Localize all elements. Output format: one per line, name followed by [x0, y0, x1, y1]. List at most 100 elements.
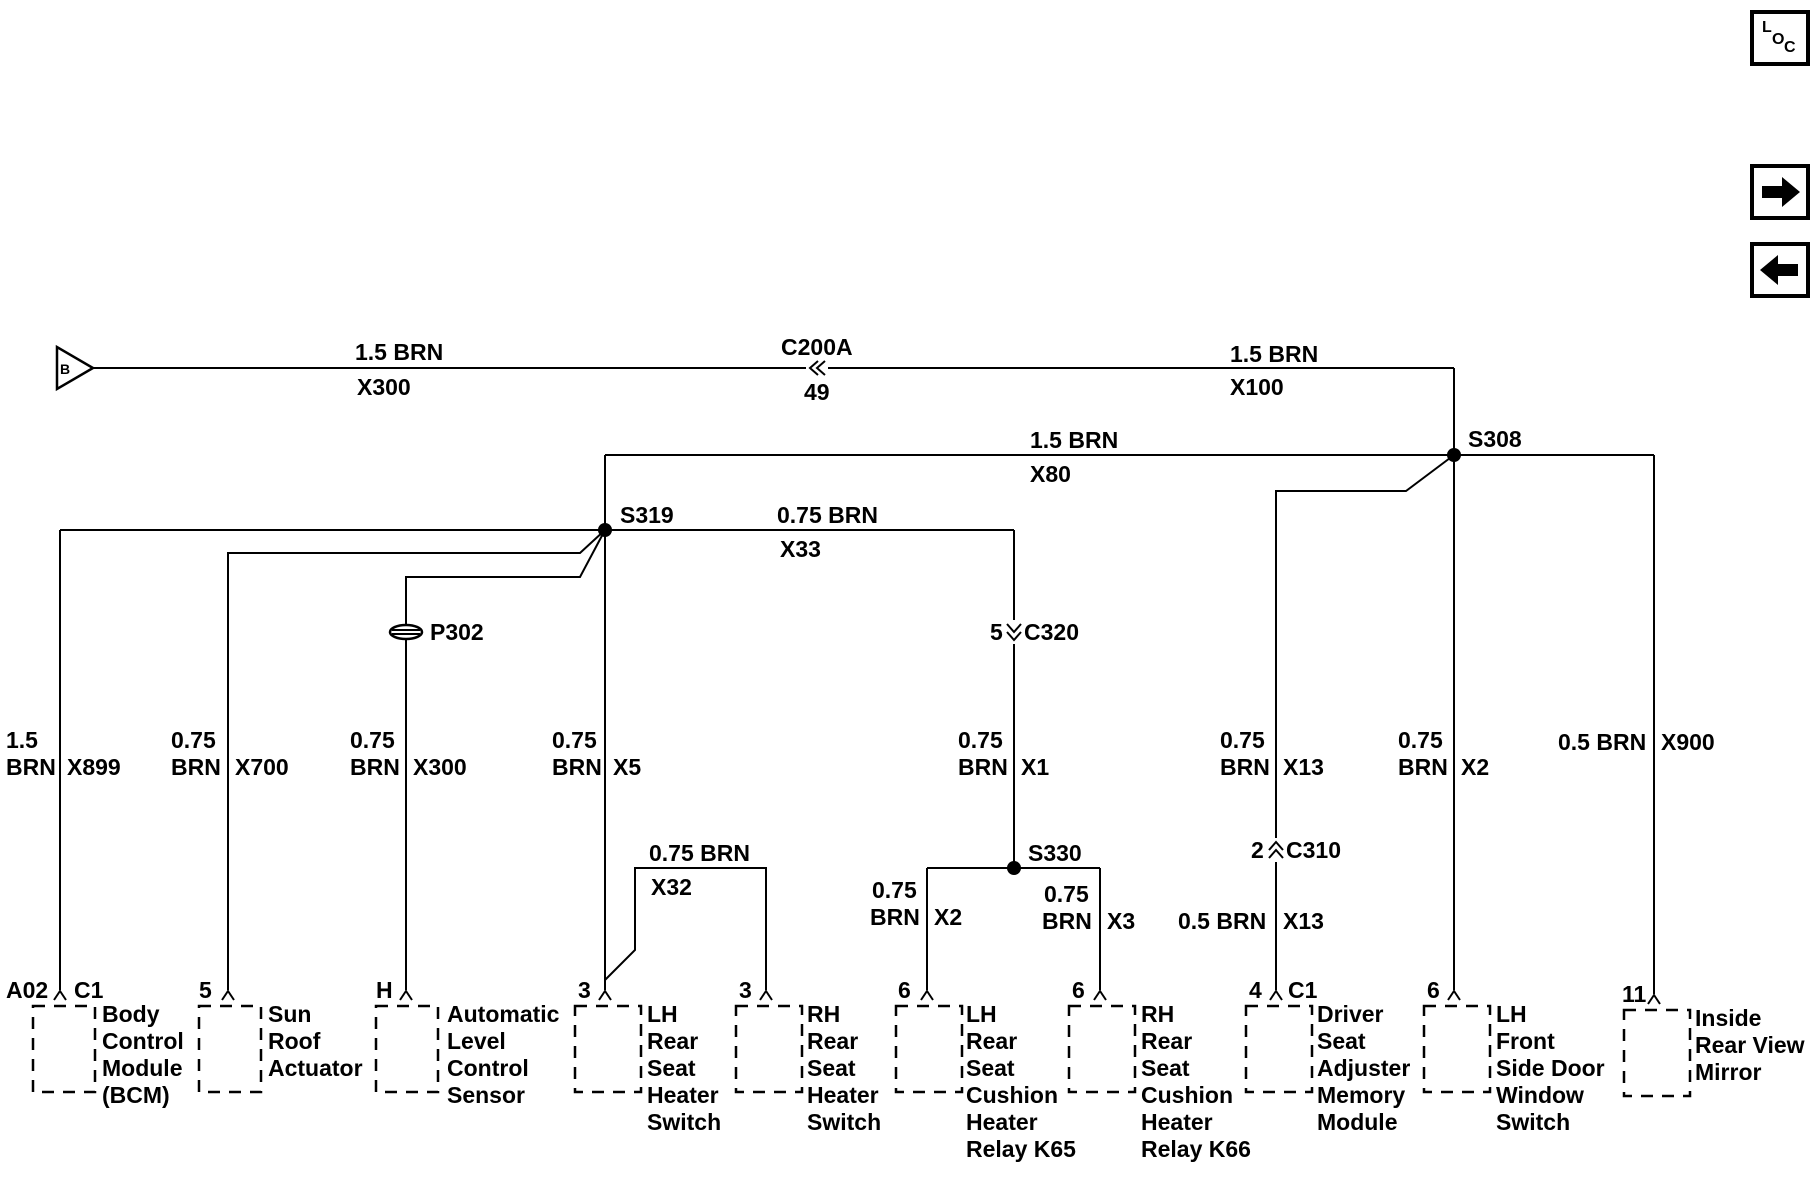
component-rh-rear-switch-pin: 3 [739, 977, 752, 1003]
component-level-line: Sensor [447, 1082, 525, 1108]
wire-x80-size-color: 1.5 BRN [1030, 427, 1118, 453]
component-driver-seat-line: Driver [1317, 1001, 1384, 1027]
wire-x80-circuit: X80 [1030, 461, 1071, 487]
component-relay-k65-line: Seat [966, 1055, 1015, 1081]
component-relay-k65-line: Relay K65 [966, 1136, 1076, 1162]
splice-s330-dot [1007, 861, 1021, 875]
wire-sunroof-size: 0.75 [171, 727, 216, 753]
splices: S308 S319 S330 [598, 426, 1522, 875]
wire-level-size: 0.75 [350, 727, 395, 753]
loc-button[interactable]: L O C [1750, 10, 1810, 66]
splice-s319-dot [598, 523, 612, 537]
component-relay-k66: 6 RH Rear Seat Cushion Heater Relay K66 [1067, 977, 1251, 1162]
component-rh-rear-seat-heater-switch: 3 RH Rear Seat Heater Switch [734, 977, 881, 1135]
component-driver-seat-connector: C1 [1288, 977, 1318, 1003]
connector-c200a-pin: 49 [804, 379, 830, 405]
wire-x2-relay-circuit: X2 [934, 904, 962, 930]
wire-driver-lower-circuit: X13 [1283, 908, 1324, 934]
component-relay-k66-pin: 6 [1072, 977, 1085, 1003]
wire-mirror-circuit: X900 [1661, 729, 1715, 755]
component-relay-k66-line: Cushion [1141, 1082, 1233, 1108]
component-level-pin: H [376, 977, 393, 1003]
component-lh-door-line: Side Door [1496, 1055, 1605, 1081]
component-bcm-line: Module [102, 1055, 183, 1081]
component-lh-door-line: Switch [1496, 1109, 1570, 1135]
component-driver-seat-line: Memory [1317, 1082, 1405, 1108]
arrow-right-icon [1762, 177, 1800, 207]
wire-bcm-size: 1.5 [6, 727, 38, 753]
wire-sunroof-color: BRN [171, 754, 221, 780]
connector-c310-pin: 2 [1251, 837, 1264, 863]
wire-x3-relay-size: 0.75 [1044, 881, 1089, 907]
component-lh-rear-switch-line: Switch [647, 1109, 721, 1135]
wire-driver-lower-size-color: 0.5 BRN [1178, 908, 1266, 934]
wire-driver-upper-circuit: X13 [1283, 754, 1324, 780]
wire-bcm-color: BRN [6, 754, 56, 780]
next-page-button[interactable] [1750, 164, 1810, 220]
component-lh-door-line: Window [1496, 1082, 1584, 1108]
wire-x32-circuit: X32 [651, 874, 692, 900]
component-bcm-pin: A02 [6, 977, 48, 1003]
component-relay-k66-line: RH [1141, 1001, 1174, 1027]
component-mirror-line: Mirror [1695, 1059, 1762, 1085]
component-driver-seat-line: Seat [1317, 1028, 1366, 1054]
wire-lh-rear-circuit: X5 [613, 754, 641, 780]
component-sunroof-line: Actuator [268, 1055, 363, 1081]
wire-labels: 1.5 BRN X300 1.5 BRN X100 1.5 BRN X80 0.… [6, 339, 1715, 934]
connector-c310-label: C310 [1286, 837, 1341, 863]
component-mirror-line: Rear View [1695, 1032, 1805, 1058]
inline-connectors: C200A 49 5 C320 2 C310 P302 [388, 334, 1341, 863]
component-driver-seat-line: Adjuster [1317, 1055, 1410, 1081]
component-relay-k65-line: LH [966, 1001, 997, 1027]
component-relay-k65-line: Cushion [966, 1082, 1058, 1108]
component-lh-rear-switch-line: Rear [647, 1028, 698, 1054]
wire-top-left-circuit: X300 [357, 374, 411, 400]
splice-s319-label: S319 [620, 502, 674, 528]
component-relay-k65-line: Rear [966, 1028, 1017, 1054]
loc-letter-o: O [1772, 31, 1784, 48]
component-level-line: Level [447, 1028, 506, 1054]
wire-lh-rear-size: 0.75 [552, 727, 597, 753]
component-driver-seat-pin: 4 [1249, 977, 1262, 1003]
wire-lh-door-color: BRN [1398, 754, 1448, 780]
component-relay-k66-line: Rear [1141, 1028, 1192, 1054]
component-mirror-pin: 11 [1622, 981, 1647, 1007]
wire-x3-relay-color: BRN [1042, 908, 1092, 934]
wire-x33-size-color: 0.75 BRN [777, 502, 878, 528]
component-sunroof-pin: 5 [199, 977, 212, 1003]
component-lh-rear-switch-line: LH [647, 1001, 678, 1027]
components: A02 C1 Body Control Module (BCM) 5 Sun R… [6, 977, 1805, 1162]
wire-x33-circuit: X33 [780, 536, 821, 562]
connector-c200a-label: C200A [781, 334, 853, 360]
wire-level-color: BRN [350, 754, 400, 780]
component-relay-k66-line: Seat [1141, 1055, 1190, 1081]
component-bcm-line: Body [102, 1001, 160, 1027]
wire-top-right-size-color: 1.5 BRN [1230, 341, 1318, 367]
component-rh-rear-switch-line: Heater [807, 1082, 879, 1108]
wire-sunroof-circuit: X700 [235, 754, 289, 780]
splice-s308-label: S308 [1468, 426, 1522, 452]
connector-c320-label: C320 [1024, 619, 1079, 645]
wire-driver-upper-size: 0.75 [1220, 727, 1265, 753]
component-inside-rear-view-mirror: 11 Inside Rear View Mirror [1622, 981, 1805, 1098]
splice-s308-dot [1447, 448, 1461, 462]
source-label: B [60, 361, 70, 377]
component-sunroof-line: Sun [268, 1001, 311, 1027]
component-level-line: Automatic [447, 1001, 560, 1027]
component-relay-k66-line: Relay K66 [1141, 1136, 1251, 1162]
component-lh-door-pin: 6 [1427, 977, 1440, 1003]
component-lh-rear-switch-line: Heater [647, 1082, 719, 1108]
connector-c320-pin: 5 [990, 619, 1003, 645]
component-driver-seat-line: Module [1317, 1109, 1398, 1135]
component-relay-k65-pin: 6 [898, 977, 911, 1003]
wire-x13 [1275, 454, 1455, 990]
wire-lh-door-circuit: X2 [1461, 754, 1489, 780]
previous-page-button[interactable] [1750, 242, 1810, 298]
wire-x32-size-color: 0.75 BRN [649, 840, 750, 866]
component-bcm: A02 C1 Body Control Module (BCM) [6, 977, 184, 1108]
wire-x300-level [405, 529, 606, 990]
splice-s330-label: S330 [1028, 840, 1082, 866]
component-lh-rear-seat-heater-switch: 3 LH Rear Seat Heater Switch [573, 977, 721, 1135]
component-level-sensor: H Automatic Level Control Sensor [374, 977, 560, 1108]
